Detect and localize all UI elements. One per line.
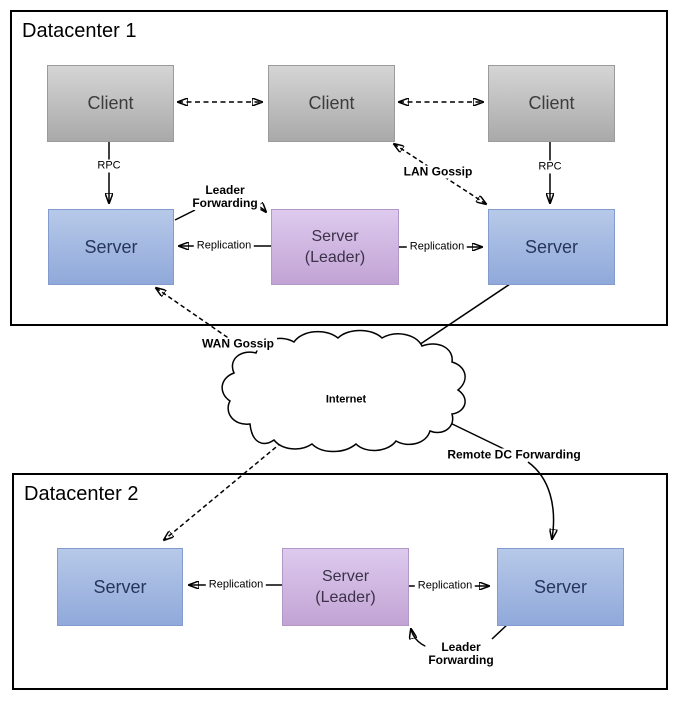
remote-dc-forwarding-label: Remote DC Forwarding [444, 448, 584, 462]
server-box-dc2-left: Server [57, 548, 183, 626]
replication-dc2-left-label: Replication [205, 578, 267, 592]
datacenter2-boundary [12, 473, 668, 690]
client-box-3: Client [488, 65, 615, 142]
internet-cloud [221, 329, 466, 453]
rpc-left-label: RPC [94, 159, 124, 173]
replication-dc1-right-label: Replication [406, 240, 468, 254]
server-box-dc1-left: Server [48, 209, 174, 285]
leader-forwarding-dc1-label: Leader Forwarding [189, 184, 261, 210]
server-box-dc2-right: Server [497, 548, 624, 626]
lan-gossip-label: LAN Gossip [400, 165, 476, 179]
internet-label: Internet [325, 393, 367, 406]
server-box-dc1-right-label: Server [524, 236, 578, 257]
client-box-1: Client [47, 65, 174, 142]
leader-server-dc2-line2: (Leader) [315, 589, 376, 606]
server-box-dc2-left-label: Server [93, 576, 147, 597]
leader-server-box-dc2: Server (Leader) [282, 548, 409, 626]
leader-server-dc2-line1: Server [321, 568, 370, 585]
cloud-to-remote-label-line [443, 419, 507, 451]
datacenter1-boundary [10, 10, 668, 326]
wan-gossip-label: WAN Gossip [198, 337, 278, 351]
leader-server-box-dc1: Server (Leader) [271, 209, 399, 285]
wan-gossip-lower-arrow [164, 427, 300, 540]
leader-forwarding-dc2-label: Leader Forwarding [425, 641, 497, 667]
client-box-2-label: Client [308, 93, 355, 113]
datacenter1-title: Datacenter 1 [22, 20, 137, 42]
rpc-right-label: RPC [535, 160, 565, 174]
client-box-2: Client [268, 65, 395, 142]
remote-dc-forwarding-arrow [527, 461, 554, 539]
replication-dc2-right-label: Replication [414, 579, 476, 593]
leader-server-dc1-line1: Server [311, 228, 359, 245]
server-box-dc2-right-label: Server [533, 576, 587, 597]
leader-server-dc1-line2: (Leader) [304, 249, 366, 266]
client-box-3-label: Client [528, 93, 575, 113]
leader-forwarding-dc1-tail [174, 209, 196, 221]
datacenter2-title: Datacenter 2 [24, 483, 139, 505]
server-box-dc1-right: Server [488, 209, 615, 285]
replication-dc1-left-label: Replication [193, 239, 255, 253]
server-box-dc1-left-label: Server [84, 236, 138, 257]
client-box-1-label: Client [87, 93, 134, 113]
